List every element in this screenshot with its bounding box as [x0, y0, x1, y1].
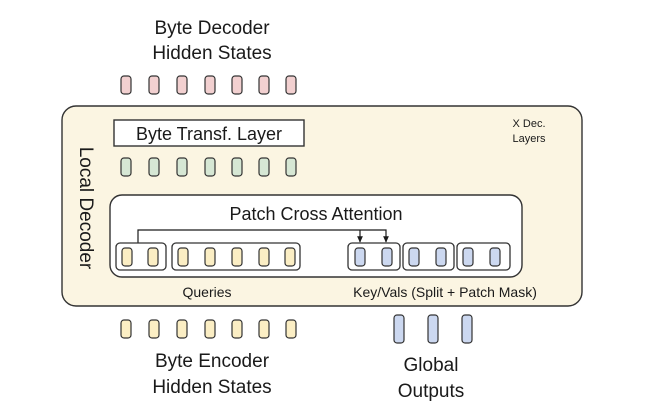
decoder-output-states	[120, 75, 297, 95]
query-state	[258, 247, 270, 267]
global-output-states	[393, 314, 473, 344]
keyvals-label: Key/Vals (Split + Patch Mask)	[353, 284, 537, 300]
patch-cross-attention-label: Patch Cross Attention	[229, 204, 402, 224]
encoder-input-state	[285, 319, 297, 339]
attention-arrows	[137, 229, 389, 243]
keyval-state	[489, 247, 501, 267]
encoder-input-label-line2: Hidden States	[152, 377, 271, 398]
query-to-key-arrow	[137, 229, 389, 243]
queries-label: Queries	[182, 284, 231, 300]
encoder-input-state	[231, 319, 243, 339]
repeat-label-line1: X Dec.	[512, 118, 545, 130]
decoder-output-state	[148, 75, 160, 95]
decoder-output-label-line1: Byte Decoder	[154, 18, 270, 39]
decoder-output-state	[285, 75, 297, 95]
global-output-label-line2: Outputs	[398, 381, 465, 402]
byte-transformer-layer-label: Byte Transf. Layer	[136, 124, 282, 144]
byte-layer-state	[204, 157, 216, 177]
query-state	[121, 247, 133, 267]
query-state	[147, 247, 159, 267]
encoder-input-label-line1: Byte Encoder	[155, 351, 270, 372]
global-output-state	[427, 314, 439, 344]
global-output-label-line1: Global	[404, 355, 459, 376]
byte-layer-state	[120, 157, 132, 177]
query-state	[284, 247, 296, 267]
keyval-state	[435, 247, 447, 267]
decoder-output-state	[204, 75, 216, 95]
byte-layer-states	[120, 157, 297, 177]
keyval-state	[381, 247, 393, 267]
global-output-state	[393, 314, 405, 344]
byte-layer-state	[176, 157, 188, 177]
byte-layer-state	[258, 157, 270, 177]
encoder-input-state	[176, 319, 188, 339]
repeat-label-line2: Layers	[512, 133, 546, 145]
decoder-output-state	[258, 75, 270, 95]
keyval-state	[462, 247, 474, 267]
encoder-input-state	[204, 319, 216, 339]
decoder-output-state	[231, 75, 243, 95]
byte-transformer-layer-box	[113, 119, 305, 147]
query-state	[231, 247, 243, 267]
global-output-state	[461, 314, 473, 344]
decoder-output-label-line2: Hidden States	[152, 43, 271, 64]
encoder-input-state	[258, 319, 270, 339]
query-state	[177, 247, 189, 267]
keyval-state	[354, 247, 366, 267]
byte-layer-state	[231, 157, 243, 177]
byte-layer-state	[285, 157, 297, 177]
encoder-input-states	[120, 319, 297, 339]
encoder-input-state	[120, 319, 132, 339]
decoder-output-state	[176, 75, 188, 95]
encoder-input-state	[148, 319, 160, 339]
query-state	[204, 247, 216, 267]
decoder-output-state	[120, 75, 132, 95]
keyval-state	[408, 247, 420, 267]
byte-layer-state	[148, 157, 160, 177]
local-decoder-label: Local Decoder	[75, 147, 96, 270]
